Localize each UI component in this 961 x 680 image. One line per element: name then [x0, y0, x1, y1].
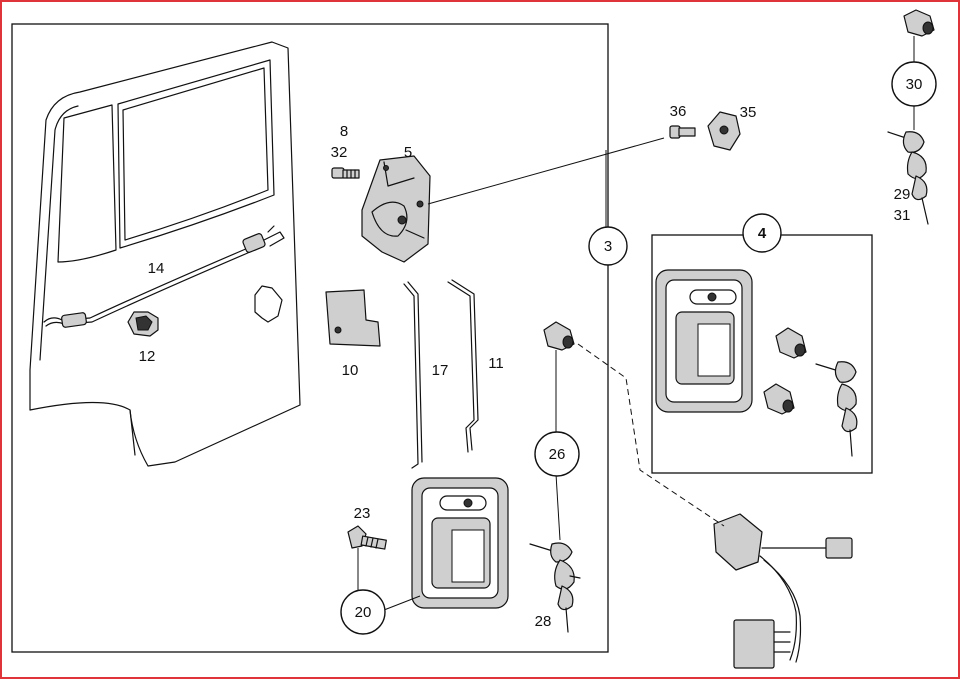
- label-26: 26: [549, 446, 566, 463]
- label-14: 14: [148, 260, 165, 277]
- part-12-clip: [127, 311, 159, 337]
- callout-4: 4: [742, 213, 782, 253]
- release-cable: [43, 225, 285, 328]
- part-30-lock-cylinder: [903, 9, 935, 37]
- label-35: 35: [740, 104, 757, 121]
- label-29: 29: [894, 186, 911, 203]
- callout-30: 30: [891, 61, 937, 107]
- door-panel: [29, 41, 301, 467]
- part-4-key-set: [815, 361, 858, 457]
- label-8: 8: [340, 123, 348, 140]
- part-36-bolt: [669, 125, 696, 139]
- label-12: 12: [139, 348, 156, 365]
- label-32: 32: [331, 144, 348, 161]
- part-29-31-key-set: [887, 131, 929, 225]
- label-11: 11: [488, 355, 504, 372]
- part-10-cover-plate: [325, 289, 381, 347]
- label-23: 23: [354, 505, 371, 522]
- part-5-door-lock: [361, 155, 431, 263]
- label-5: 5: [404, 144, 412, 161]
- label-28: 28: [535, 613, 552, 630]
- label-3: 3: [604, 238, 612, 255]
- leader-lines: [357, 36, 915, 611]
- part-17-rod: [403, 281, 423, 469]
- part-35-striker-plate: [707, 111, 741, 151]
- label-31: 31: [894, 207, 911, 224]
- part-4-handle: [655, 269, 753, 413]
- label-4: 4: [758, 225, 767, 242]
- label-36: 36: [670, 103, 687, 120]
- label-30: 30: [906, 76, 923, 93]
- door-group-box: [11, 23, 609, 653]
- wiring-harness: [713, 513, 853, 669]
- callout-20: 20: [340, 589, 386, 635]
- label-10: 10: [342, 362, 359, 379]
- part-28-key-set: [529, 542, 581, 633]
- label-17: 17: [432, 362, 449, 379]
- part-4-cylinders: [763, 327, 807, 415]
- callout-26: 26: [534, 431, 580, 477]
- part-26-lock-cylinder: [543, 321, 575, 351]
- part-32-screw: [331, 167, 360, 179]
- label-20: 20: [355, 604, 372, 621]
- part-11-rod: [447, 279, 479, 453]
- part-20-door-handle: [411, 477, 509, 609]
- callout-3: 3: [588, 226, 628, 266]
- part-23-bolt: [347, 525, 387, 550]
